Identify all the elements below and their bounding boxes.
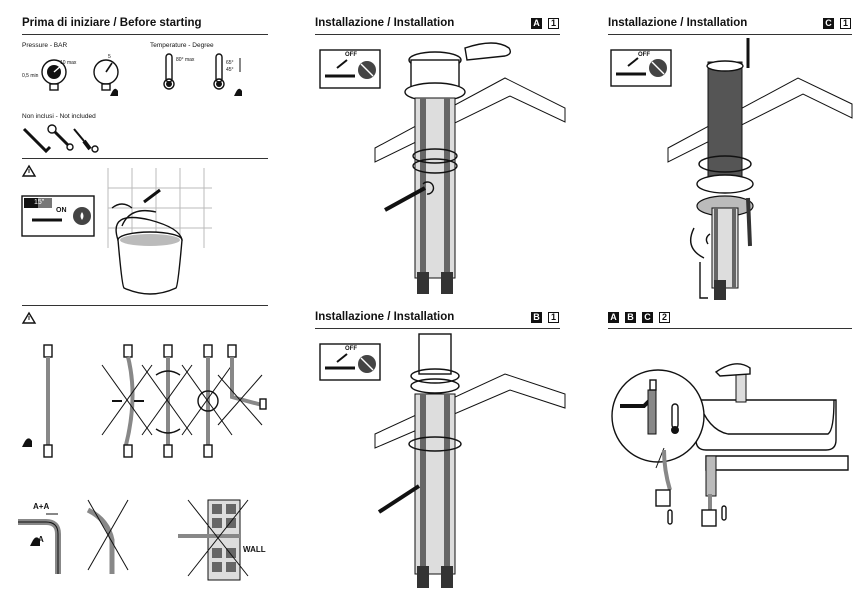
section-divider (608, 34, 852, 35)
pressure-min: 0,5 min (22, 73, 39, 79)
section-divider (22, 305, 268, 306)
dimension-a: A (38, 535, 44, 544)
section-divider (315, 328, 560, 329)
installation-c-illustration (610, 38, 853, 300)
temp-range-high: 65° (226, 60, 234, 66)
hose-correct-incorrect-illustration (22, 344, 267, 458)
pressure-max: 10 max (60, 60, 77, 66)
step-badge-c: C (823, 18, 834, 29)
section-divider (22, 158, 268, 159)
on-label: ON (56, 207, 67, 214)
installation-title-a: Installazione / Installation (315, 17, 455, 29)
pressure-value: 5 (108, 54, 111, 60)
tools-icon (22, 124, 99, 154)
section-divider (315, 34, 560, 35)
not-included-label: Non inclusi - Not included (22, 113, 96, 120)
section-divider (22, 34, 268, 35)
installation-title-b: Installazione / Installation (315, 311, 455, 323)
temperature-label: Temperature - Degree (150, 42, 214, 49)
step-number-badge: 2 (659, 312, 670, 323)
off-label: OFF (638, 52, 650, 58)
step-number-badge: 1 (548, 312, 559, 323)
wall-label: WALL (243, 545, 266, 554)
temp-range-low: 45° (226, 67, 234, 73)
step-badge-b: B (531, 312, 542, 323)
section-divider (608, 328, 852, 329)
installation-title-c: Installazione / Installation (608, 17, 748, 29)
off-label: OFF (345, 52, 357, 58)
step-badge-c: C (642, 312, 653, 323)
off-label: OFF (345, 346, 357, 352)
step-number-badge: 1 (548, 18, 559, 29)
flushing-illustration (21, 168, 212, 295)
before-starting-title: Prima di iniziare / Before starting (22, 17, 202, 29)
installation-a-illustration (319, 42, 566, 294)
warning-icon (21, 311, 37, 324)
bend-radius-wall-illustration (18, 499, 249, 581)
pressure-label: Pressure - BAR (22, 42, 68, 49)
temp-max: 80° max (176, 57, 195, 63)
dimension-a-plus-a: A+A (33, 502, 50, 511)
pressure-gauge-icon (41, 59, 119, 96)
step-badge-a: A (608, 312, 619, 323)
timer-value: 15" (34, 199, 45, 206)
thermometer-icon (163, 53, 242, 96)
installation-b-illustration (319, 333, 566, 588)
final-connection-illustration (611, 363, 849, 527)
step-badge-b: B (625, 312, 636, 323)
warning-icon (21, 164, 37, 177)
step-number-badge: 1 (840, 18, 851, 29)
step-badge-a: A (531, 18, 542, 29)
